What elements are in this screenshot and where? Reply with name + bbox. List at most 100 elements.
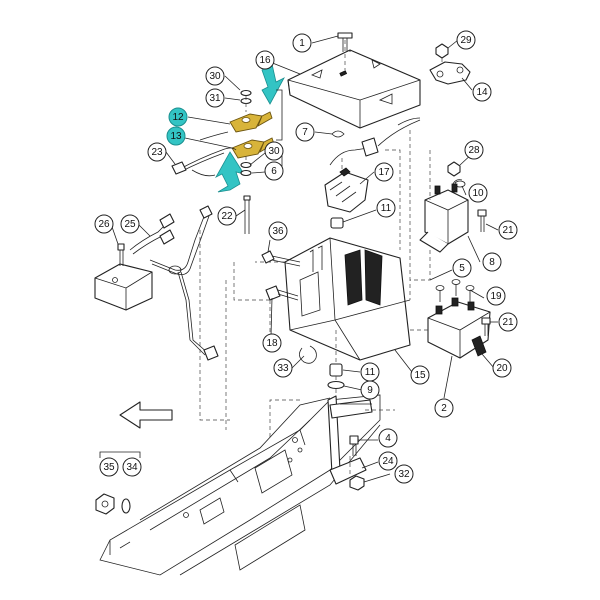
callout-circle: [166, 126, 186, 146]
callout-label: 26: [98, 219, 110, 230]
callout-label: 20: [496, 363, 508, 374]
clip-33: [299, 345, 317, 364]
callout-label: 19: [490, 291, 502, 302]
callout-circle: [264, 141, 284, 161]
callout-label: 17: [378, 167, 390, 178]
callout-32: 32: [394, 464, 414, 484]
callout-label: 31: [209, 93, 221, 104]
callout-circle: [262, 333, 282, 353]
callout-label: 4: [385, 433, 391, 444]
callout-circle: [482, 252, 502, 272]
callout-label: 29: [460, 35, 472, 46]
callout-label: 30: [209, 71, 221, 82]
bolt-18: [265, 285, 299, 301]
callout-label: 11: [365, 367, 376, 378]
bracket-nut: [429, 43, 471, 85]
callout-15: 15: [410, 365, 430, 385]
callout-circle: [378, 451, 398, 471]
callout-circle: [410, 365, 430, 385]
callout-circle: [122, 457, 142, 477]
callout-36: 36: [268, 221, 288, 241]
callout-circle: [486, 286, 506, 306]
callout-circle: [217, 206, 237, 226]
solenoid-8: [419, 183, 469, 253]
callout-circle: [273, 358, 293, 378]
callout-18: 18: [262, 333, 282, 353]
callout-circle: [360, 380, 380, 400]
callout-label: 30: [268, 146, 280, 157]
cable-boot: [329, 119, 421, 166]
callout-circle: [374, 162, 394, 182]
callout-label: 10: [472, 188, 484, 199]
callout-28: 28: [464, 140, 484, 160]
callout-10: 10: [468, 183, 488, 203]
callout-circle: [147, 142, 167, 162]
callout-17: 17: [374, 162, 394, 182]
callout-circle: [464, 140, 484, 160]
callout-9: 9: [360, 380, 380, 400]
callout-label: 23: [151, 147, 163, 158]
callout-label: 16: [259, 55, 271, 66]
callout-label: 9: [367, 385, 373, 396]
callout-label: 33: [277, 363, 289, 374]
callout-24: 24: [378, 451, 398, 471]
front-direction-arrow: [119, 401, 173, 429]
cyan-arrow-up-icon: [215, 151, 245, 193]
callout-circle: [99, 457, 119, 477]
bolt-36: [261, 250, 301, 267]
clip-7: [331, 130, 345, 138]
nut-32: [349, 475, 365, 491]
callout-circle: [452, 258, 472, 278]
callout-label: 35: [103, 462, 115, 473]
callout-circle: [394, 464, 414, 484]
callout-label: 18: [266, 338, 278, 349]
callout-label: 6: [271, 166, 277, 177]
cable-23: [171, 131, 237, 177]
nut-28: [447, 161, 461, 177]
callout-31: 31: [205, 88, 225, 108]
callout-8: 8: [482, 252, 502, 272]
callout-label: 11: [381, 203, 392, 214]
callout-30: 30: [205, 66, 225, 86]
controller-housing: [284, 237, 411, 361]
callout-circle: [168, 107, 188, 127]
callout-circle: [295, 122, 315, 142]
callout-13: 13: [166, 126, 186, 146]
callout-label: 7: [302, 127, 308, 138]
spacer-11-lower: [329, 363, 343, 377]
callout-23: 23: [147, 142, 167, 162]
callout-circle: [472, 82, 492, 102]
relay-module-26: [94, 243, 153, 311]
switch-assembly-17: [324, 158, 369, 213]
callout-circle: [292, 33, 312, 53]
washer-34: [121, 498, 131, 514]
callout-34: 34: [122, 457, 142, 477]
callout-circle: [492, 358, 512, 378]
cable-10: [451, 179, 466, 188]
callout-circle: [468, 183, 488, 203]
shaft-assembly-24: [327, 395, 373, 485]
vehicle-frame: [99, 394, 381, 576]
callout-33: 33: [273, 358, 293, 378]
washer-stack-lower: [240, 161, 252, 177]
callout-35: 35: [99, 457, 119, 477]
wire-harness-25: [129, 205, 219, 361]
terminal-12: [229, 111, 273, 133]
callout-6: 6: [264, 161, 284, 181]
callout-label: 15: [414, 370, 426, 381]
spacer-11-upper: [330, 217, 344, 229]
callout-16: 16: [255, 50, 275, 70]
callout-21: 21: [498, 220, 518, 240]
callout-label: 13: [170, 131, 182, 142]
callout-circle: [378, 428, 398, 448]
screw-1: [337, 32, 353, 52]
callout-circle: [498, 312, 518, 332]
callout-circle: [456, 30, 476, 50]
callout-label: 2: [441, 403, 447, 414]
top-cover: [287, 40, 421, 129]
callout-label: 24: [382, 456, 394, 467]
callout-7: 7: [295, 122, 315, 142]
callout-label: 12: [172, 112, 184, 123]
